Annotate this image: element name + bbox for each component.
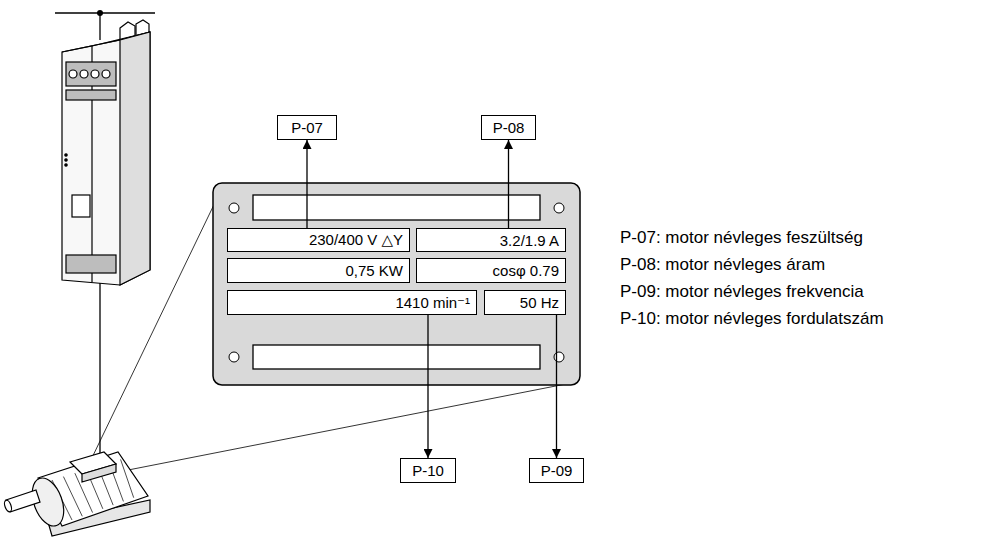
empty-field (253, 195, 540, 220)
led (65, 154, 67, 156)
parameter-code: P-07 (291, 119, 323, 136)
fin (121, 459, 134, 497)
parameter-code: P-10 (412, 462, 444, 479)
shaft-end (3, 499, 13, 512)
terminal (69, 70, 77, 78)
terminal-block (66, 90, 116, 100)
terminal (80, 70, 88, 78)
supply-wire (99, 13, 100, 40)
nameplate-value: 0,75 KW (345, 262, 403, 279)
parameter-box: P-09 (529, 458, 584, 483)
nameplate-field: 0,75 KW (227, 258, 410, 283)
parameter-code: P-09 (541, 462, 573, 479)
mounting-hole (554, 352, 564, 362)
nameplate-value: cosφ 0.79 (493, 262, 559, 279)
parameter-code: P-08 (493, 119, 525, 136)
zoom-line (88, 188, 222, 466)
keypad (72, 195, 90, 217)
nameplate-value: 230/400 V △Y (309, 231, 403, 249)
nameplate-field: 3.2/1.9 A (416, 228, 566, 252)
parameter-description: P-08: motor névleges áram (620, 255, 825, 275)
mounting-hole (229, 352, 239, 362)
inverter-side (120, 32, 150, 285)
parameter-box: P-07 (277, 115, 337, 140)
parameter-description: P-09: motor névleges frekvencia (620, 282, 864, 302)
motor (3, 452, 150, 536)
terminal (102, 70, 110, 78)
parameter-description: P-10: motor névleges fordulatszám (620, 309, 884, 329)
terminal-box-side (82, 464, 116, 482)
zoom-line (118, 382, 576, 472)
parameter-box: P-08 (481, 115, 536, 140)
parameter-description: P-07: motor névleges feszültség (620, 228, 863, 248)
nameplate-value: 50 Hz (520, 294, 559, 311)
parameter-box: P-10 (400, 458, 456, 483)
parameter-arrow (427, 315, 428, 458)
nameplate-value: 3.2/1.9 A (500, 232, 559, 249)
nameplate-field: cosφ 0.79 (416, 258, 566, 283)
frequency-inverter (62, 20, 150, 285)
supply-line (55, 12, 155, 13)
control-terminals (66, 255, 116, 273)
led (65, 164, 67, 166)
nameplate-field: 1410 min⁻¹ (227, 290, 477, 315)
terminal (91, 70, 99, 78)
terminal-block (66, 62, 116, 86)
nameplate-field: 230/400 V △Y (227, 228, 410, 252)
inverter-housing (62, 32, 150, 285)
nameplate (213, 183, 580, 385)
nameplate-field: 50 Hz (484, 290, 566, 315)
empty-field (253, 345, 540, 369)
mounting-hole (554, 203, 564, 213)
parameter-arrow (306, 140, 307, 228)
parameter-arrow (556, 315, 557, 458)
motor-cable (99, 283, 100, 462)
mounting-hole (229, 203, 239, 213)
nameplate-plate (213, 183, 580, 385)
nameplate-value: 1410 min⁻¹ (395, 294, 470, 312)
parameter-arrow (508, 140, 509, 228)
led (65, 159, 67, 161)
